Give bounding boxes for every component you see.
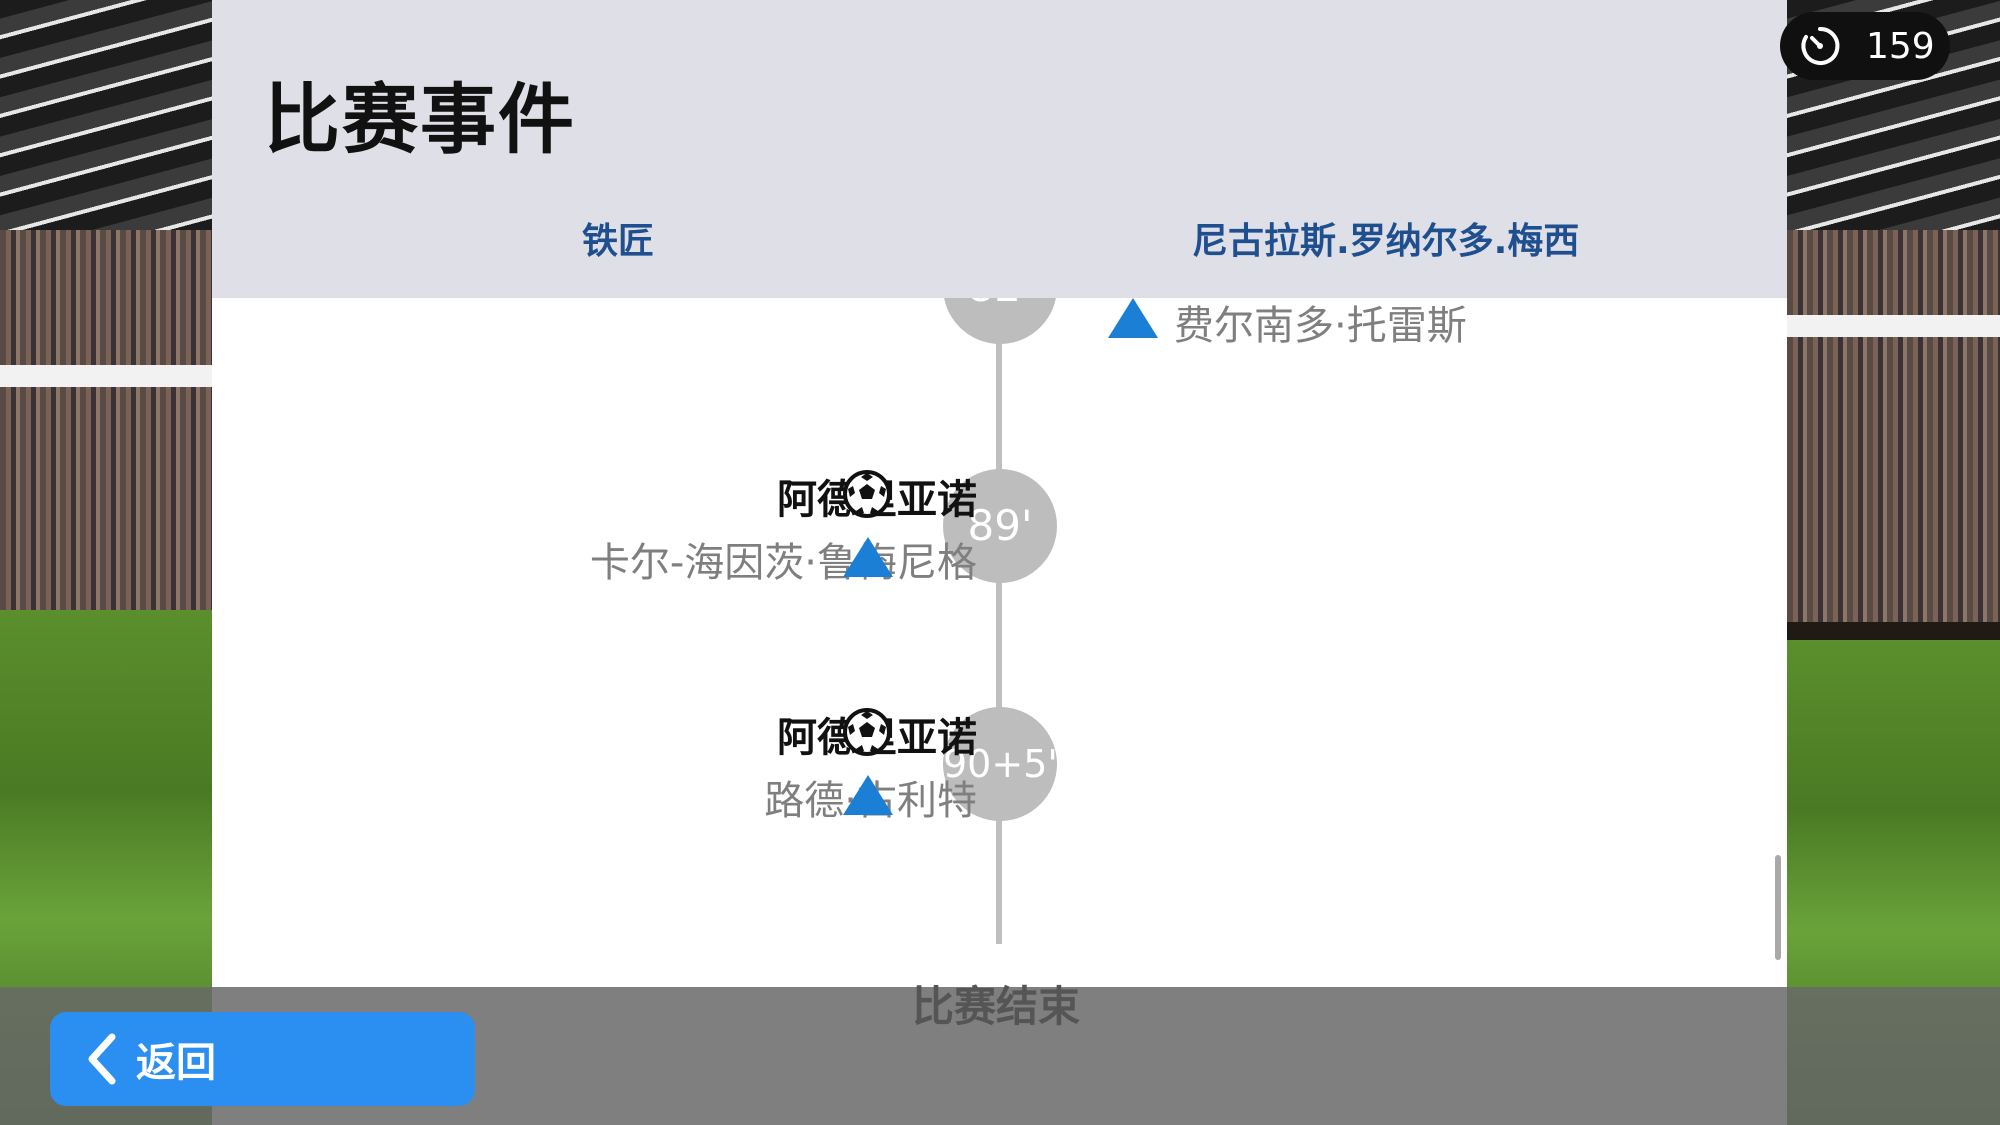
substitute-player-name: 卡尔-海因茨·鲁梅尼格 (589, 540, 977, 586)
advertising-board (0, 365, 212, 387)
timer-value: 159 (1866, 25, 1935, 67)
scrollbar[interactable] (1775, 855, 1781, 960)
soccer-ball-icon (843, 708, 891, 756)
page-title: 比赛事件 (264, 75, 576, 164)
substitution-arrow-icon (1108, 298, 1158, 338)
home-team-name: 铁匠 (582, 221, 655, 262)
timer-icon (1801, 26, 1840, 65)
substitution-arrow-icon (843, 775, 893, 815)
match-end-label: 比赛结束 (912, 982, 1081, 1031)
stadium-background-left (0, 0, 212, 1125)
stadium-background-right (1787, 0, 2000, 1125)
timeline-line (996, 818, 1002, 944)
timeline-line (996, 580, 1002, 710)
timer-badge: 159 (1780, 12, 1950, 80)
timeline-line (996, 298, 1002, 472)
stadium-roof (0, 0, 212, 230)
substitute-player-name: 费尔南多·托雷斯 (1174, 303, 1467, 349)
panel-header-overlay: 比赛事件 铁匠 尼古拉斯.罗纳尔多.梅西 (212, 0, 1787, 298)
soccer-ball-icon (843, 470, 891, 518)
back-button[interactable]: 返回 (50, 1012, 475, 1106)
event-minute-badge: 90+5' (943, 707, 1058, 821)
back-button-label: 返回 (136, 1040, 216, 1086)
substitution-arrow-icon (843, 537, 893, 577)
chevron-left-icon (88, 1033, 116, 1085)
away-team-name: 尼古拉斯.罗纳尔多.梅西 (1192, 221, 1580, 262)
advertising-board (1787, 315, 2000, 337)
event-minute-badge: 89' (943, 469, 1057, 583)
match-events-panel: 比赛事件 铁匠 尼古拉斯.罗纳尔多.梅西 82' 费尔南多·托雷斯 比赛事件 铁… (212, 0, 1787, 1125)
